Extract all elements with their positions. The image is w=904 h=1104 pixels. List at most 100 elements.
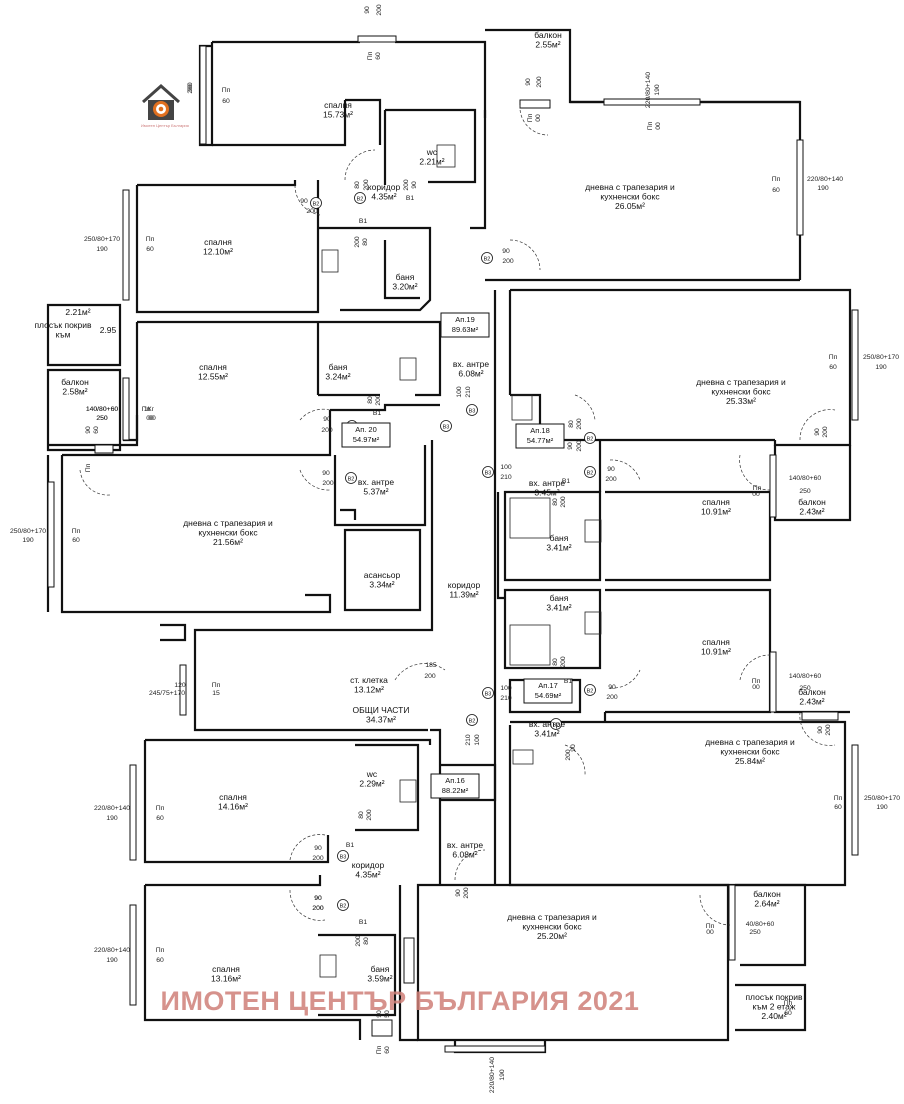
dimension-label: 90 xyxy=(608,684,616,691)
dimension-label: 200 xyxy=(576,440,583,452)
dimension-label: 60 xyxy=(829,364,837,371)
room-label-line: спалня xyxy=(212,964,240,974)
door-tag-label: В2 xyxy=(313,201,320,207)
room-label-line: wc xyxy=(426,147,438,157)
walls xyxy=(46,28,852,1054)
dimension-label: 90 xyxy=(314,845,322,852)
dimension-label: 90 xyxy=(455,889,462,897)
dimension-label: 250/80+170 xyxy=(10,528,46,535)
dimension-label: 190 xyxy=(875,364,887,371)
room-label-line: 34.37м² xyxy=(366,715,396,725)
dimension-label: 80 xyxy=(552,658,559,666)
door-tag-circle xyxy=(466,404,478,416)
room-label-line: 2.64м² xyxy=(754,899,779,909)
room-label-line: балкон xyxy=(798,687,826,697)
dimension-label: 90 xyxy=(525,78,532,86)
room-label-line: wc xyxy=(366,769,378,779)
dimension-label: 90 xyxy=(314,895,322,902)
room-label-line: 2.95 xyxy=(100,325,117,335)
door-tag-label: В2 xyxy=(587,436,594,442)
room-label-line: спалня xyxy=(324,100,352,110)
room-label-line: асансьор xyxy=(364,570,401,580)
room-label-line: 12.55м² xyxy=(198,372,228,382)
door-tag-label: В3 xyxy=(469,408,476,414)
dimension-label: 200 xyxy=(605,476,617,483)
dimension-label: Пп xyxy=(753,485,762,492)
room-label-line: ОБЩИ ЧАСТИ xyxy=(353,705,410,715)
dimension-label: 200 xyxy=(376,4,383,16)
dimension-label: 200 xyxy=(321,427,333,434)
dimension-label: 140/80+60 xyxy=(86,406,119,413)
room-label-line: 6.08м² xyxy=(458,369,483,379)
room-label-line: 15.73м² xyxy=(323,110,353,120)
dimension-label: 00 xyxy=(655,122,662,130)
dimension-label: 200 xyxy=(560,656,567,668)
dimension-label: 60 xyxy=(72,537,80,544)
dimension-label: 00 xyxy=(752,684,760,691)
room-label-line: 4.35м² xyxy=(371,192,396,202)
room-label-line: 2.43м² xyxy=(799,507,824,517)
dimension-label: В1 xyxy=(359,218,368,225)
room-label-line: 13.12м² xyxy=(354,685,384,695)
door-tag-circle xyxy=(481,252,493,264)
dimension-label: 190 xyxy=(654,84,661,96)
room-label-line: баня xyxy=(371,964,390,974)
dimension-label: 60 xyxy=(156,957,164,964)
dimension-label: 80 xyxy=(362,238,369,246)
dimension-label: 90 xyxy=(364,6,371,14)
dimension-label: 220/80+140 xyxy=(489,1057,496,1093)
room-label-line: 5.37м² xyxy=(363,487,388,497)
room-label-line: плосък покрив xyxy=(745,992,803,1002)
dimension-label: 60 xyxy=(146,246,154,253)
room-label-line: баня xyxy=(329,362,348,372)
watermark: ИМОТЕН ЦЕНТЪР БЪЛГАРИЯ 2021 xyxy=(160,986,640,1016)
windows xyxy=(47,35,859,1053)
dimension-label: 200 xyxy=(424,673,436,680)
room-label-line: към 2 етаж xyxy=(753,1002,796,1012)
dimension-label: В1 xyxy=(564,678,573,685)
dimension-label: 50 xyxy=(384,1010,391,1018)
dimension-label: Пп xyxy=(212,682,221,689)
room-label-line: 12.10м² xyxy=(203,247,233,257)
door-tag-circle xyxy=(550,718,562,730)
dimension-label: 245/75+170 xyxy=(149,690,185,697)
dimension-label: 200 xyxy=(306,208,318,215)
dimension-label: 90 xyxy=(567,442,574,450)
dimension-label: 200 xyxy=(355,935,362,947)
dimension-label: 200 xyxy=(366,809,373,821)
room-label-line: спалня xyxy=(702,497,730,507)
dimension-label: 90 xyxy=(300,198,308,205)
room-label-line: вх. антре xyxy=(529,478,566,488)
room-label-line: 26.05м² xyxy=(615,201,645,211)
door-tag-label: В2 xyxy=(348,476,355,482)
room-label-line: коридор xyxy=(368,182,401,192)
dimension-label: 200 xyxy=(463,887,470,899)
dimension-label: 140/80+60 xyxy=(789,475,822,482)
apartment-label-line: Ап.18 xyxy=(530,426,550,435)
room-label-line: балкон xyxy=(61,377,89,387)
room-label-line: спалня xyxy=(702,637,730,647)
door-tag-circle xyxy=(337,899,349,911)
room-label-line: 10.91м² xyxy=(701,647,731,657)
dimension-label: 200 xyxy=(322,480,334,487)
dimension-label: Пп xyxy=(367,51,374,60)
dimension-label: Пп xyxy=(72,528,81,535)
